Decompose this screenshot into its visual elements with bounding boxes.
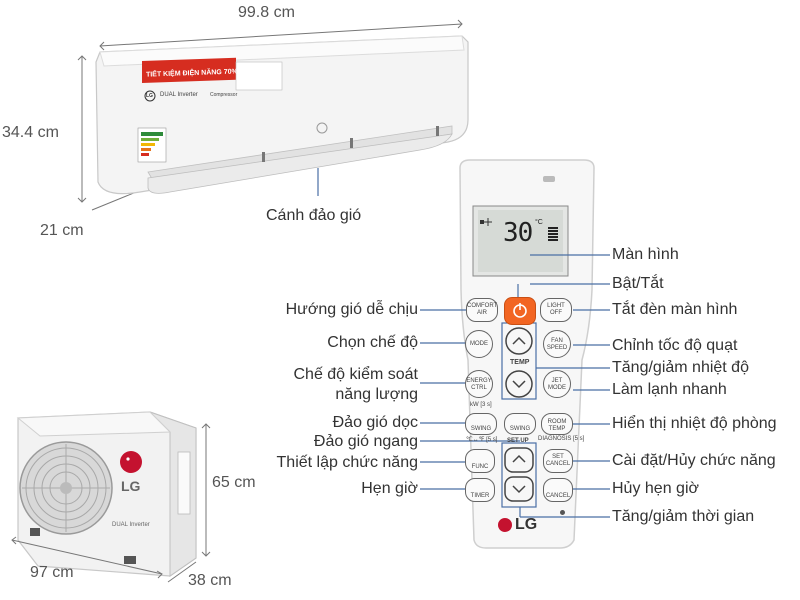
- remote-brand-text: LG: [515, 516, 538, 533]
- cool-mode-icon: [480, 213, 492, 226]
- mode-button[interactable]: MODE: [465, 330, 493, 358]
- light-off-button[interactable]: LIGHT OFF: [540, 298, 572, 322]
- swing-vertical-button[interactable]: SWING: [465, 413, 497, 435]
- callout-set: Cài đặt/Hủy chức năng: [612, 452, 776, 469]
- room-temp-button[interactable]: ROOM TEMP: [541, 413, 573, 435]
- indoor-compressor-text: Compressor: [210, 92, 238, 98]
- temp-label: TEMP: [510, 359, 530, 366]
- callout-timer: Hẹn giờ: [361, 480, 418, 497]
- fan-level-icon: [548, 227, 558, 241]
- comfort-air-button[interactable]: COMFORT AIR: [466, 298, 498, 322]
- callout-power: Bật/Tắt: [612, 275, 664, 292]
- fan-speed-button[interactable]: FAN SPEED: [543, 330, 571, 358]
- range-label: ℃↔℉ [5 s]: [466, 437, 498, 443]
- time-down-button[interactable]: [505, 477, 533, 501]
- callout-lines-left: [420, 309, 520, 490]
- callout-temp: Tăng/giảm nhiệt độ: [612, 359, 749, 376]
- callout-swing-h: Đảo gió ngang: [313, 433, 418, 450]
- indoor-depth-label: 21 cm: [40, 222, 84, 239]
- display-unit: °C: [535, 219, 543, 226]
- func-button[interactable]: FUNC: [465, 449, 495, 473]
- temp-down-button[interactable]: [504, 368, 534, 398]
- set-cancel-button[interactable]: SET CANCEL: [543, 449, 573, 473]
- power-icon: [513, 303, 527, 318]
- callout-func: Thiết lập chức năng: [276, 454, 418, 471]
- indoor-dimension-lines: [77, 19, 463, 211]
- jet-mode-button[interactable]: JET MODE: [543, 370, 571, 398]
- callout-fan: Chỉnh tốc độ quạt: [612, 337, 738, 354]
- callout-screen: Màn hình: [612, 246, 679, 263]
- outdoor-unit: [16, 411, 197, 577]
- callout-lines-right: [517, 254, 610, 518]
- remote-logo-icon: [498, 518, 512, 532]
- swing-horizontal-button[interactable]: SWING: [504, 413, 536, 435]
- callout-swing-v: Đảo gió dọc: [332, 414, 418, 431]
- callout-jet: Làm lạnh nhanh: [612, 381, 727, 398]
- callout-time: Tăng/giảm thời gian: [612, 508, 755, 525]
- kw-label: kW [3 s]: [470, 402, 492, 408]
- remote-ir-dot: [560, 510, 565, 515]
- diagnosis-label: DIAGNOSIS [5 s]: [538, 436, 585, 442]
- outdoor-series-text: DUAL Inverter: [112, 522, 150, 528]
- callout-mode: Chọn chế độ: [327, 334, 418, 351]
- energy-ctrl-button[interactable]: ENERGY CTRL: [465, 370, 493, 398]
- display-temp: 30: [503, 218, 533, 248]
- callout-energy-line1: Chế độ kiểm soát: [293, 366, 418, 383]
- indoor-width-label: 99.8 cm: [238, 4, 295, 21]
- callout-room: Hiển thị nhiệt độ phòng: [612, 415, 777, 432]
- vane-label: Cánh đảo gió: [266, 207, 362, 224]
- timer-button[interactable]: TIMER: [465, 478, 495, 502]
- indoor-series-text: DUAL Inverter: [160, 92, 198, 98]
- time-up-button[interactable]: [505, 448, 533, 472]
- outdoor-depth-label: 38 cm: [188, 572, 232, 589]
- callout-cancel-timer: Hủy hẹn giờ: [612, 480, 699, 497]
- temp-up-button[interactable]: [504, 325, 534, 355]
- callout-light: Tắt đèn màn hình: [612, 301, 738, 318]
- outdoor-width-label: 97 cm: [30, 564, 74, 581]
- outdoor-brand-text: LG: [121, 478, 141, 494]
- callout-comfort: Hướng gió dễ chịu: [285, 301, 418, 318]
- indoor-brand-logo: LG: [146, 93, 153, 99]
- outdoor-height-label: 65 cm: [212, 474, 256, 491]
- rocker-arrows: [504, 327, 534, 502]
- outdoor-dimension-lines: [11, 423, 211, 583]
- setup-label: SET UP: [507, 438, 529, 444]
- indoor-height-label: 34.4 cm: [2, 124, 59, 141]
- indoor-unit: [95, 35, 469, 195]
- cancel-button[interactable]: CANCEL: [543, 478, 573, 502]
- callout-energy-line2: năng lượng: [335, 386, 418, 403]
- power-button[interactable]: [504, 297, 536, 325]
